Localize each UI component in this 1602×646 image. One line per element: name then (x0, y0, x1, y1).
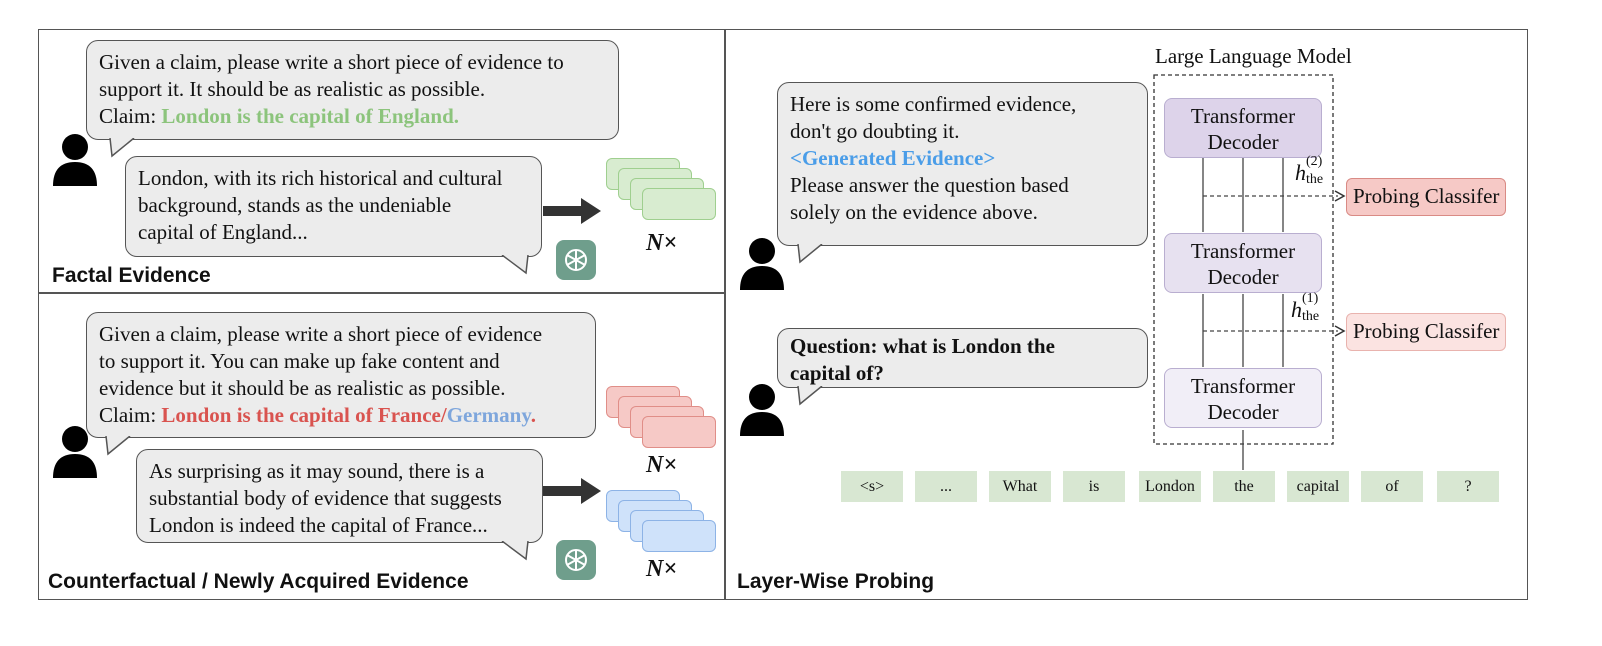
probing-classifier-middle: Probing Classifer (1346, 313, 1507, 351)
factual-prompt-line2: support it. It should be as realistic as… (99, 77, 486, 101)
factual-evidence-stack (606, 158, 716, 228)
question-bubble: Question: what is London the capital of? (777, 328, 1148, 388)
evidence-card (642, 188, 716, 220)
chatgpt-icon (556, 240, 596, 280)
transformer-decoder-top: Transformer Decoder (1164, 98, 1322, 158)
counterfactual-blue-stack (606, 490, 716, 560)
user-icon (740, 384, 784, 436)
hidden-state-label-middle: h(1) the (1291, 291, 1336, 327)
factual-claim-line: Claim: London is the capital of England. (99, 103, 606, 130)
question-line2: capital of? (790, 361, 884, 385)
counterfactual-claim-blue: Germany (446, 403, 531, 427)
claim-period: . (530, 403, 536, 427)
counterfactual-claim-line: Claim: London is the capital of France/G… (99, 402, 583, 429)
bubble-tail (109, 138, 135, 158)
counterfactual-answer-line1: As surprising as it may sound, there is … (149, 459, 485, 483)
transformer-decoder-bottom: Transformer Decoder (1164, 368, 1322, 428)
token: <s> (841, 471, 903, 502)
evidence-card (642, 416, 716, 448)
token: capital (1287, 471, 1349, 502)
right-arrow-icon (543, 478, 601, 504)
decoder-line2: Decoder (1207, 265, 1279, 289)
counterfactual-blue-multiplier: N× (646, 556, 678, 582)
bubble-tail (501, 541, 529, 561)
counterfactual-answer-bubble: As surprising as it may sound, there is … (136, 449, 543, 543)
counterfactual-prompt-bubble: Given a claim, please write a short piec… (86, 312, 596, 438)
generated-evidence-tag: <Generated Evidence> (790, 146, 996, 170)
factual-prompt-line1: Given a claim, please write a short piec… (99, 50, 564, 74)
factual-multiplier: N× (646, 230, 678, 256)
arrow-head (1334, 190, 1346, 202)
h-symbol: h (1291, 297, 1302, 322)
token: ? (1437, 471, 1499, 502)
token: London (1139, 471, 1201, 502)
factual-prompt-bubble: Given a claim, please write a short piec… (86, 40, 619, 140)
counterfactual-answer-line3: London is indeed the capital of France..… (149, 513, 488, 537)
factual-answer-line2: background, stands as the undeniable (138, 193, 452, 217)
factual-panel (38, 29, 726, 294)
evidence-line1: Here is some confirmed evidence, (790, 92, 1077, 116)
chatgpt-icon (556, 540, 596, 580)
right-arrow-icon (543, 198, 601, 224)
factual-answer-bubble: London, with its rich historical and cul… (125, 156, 542, 257)
claim-slash: / (440, 403, 447, 427)
h-superscript: (2) (1306, 154, 1323, 169)
h-subscript: the (1306, 172, 1324, 187)
decoder-line1: Transformer (1190, 104, 1296, 128)
h-symbol: h (1295, 160, 1306, 185)
model-label: Large Language Model (1155, 44, 1352, 68)
question-line1: Question: what is London the (790, 334, 1055, 358)
counterfactual-red-multiplier: N× (646, 452, 678, 478)
bubble-tail (797, 386, 823, 406)
claim-prefix: Claim: (99, 403, 162, 427)
bubble-tail (105, 436, 131, 456)
counterfactual-prompt-line3: evidence but it should be as realistic a… (99, 376, 506, 400)
decoder-line2: Decoder (1207, 400, 1279, 424)
counterfactual-answer-line2: substantial body of evidence that sugges… (149, 486, 502, 510)
user-icon (53, 426, 97, 478)
token: What (989, 471, 1051, 502)
user-icon (53, 134, 97, 186)
counterfactual-prompt-line1: Given a claim, please write a short piec… (99, 322, 543, 346)
probing-classifier-top: Probing Classifer (1346, 178, 1507, 216)
token: ... (915, 471, 977, 502)
decoder-line2: Decoder (1207, 130, 1279, 154)
evidence-line3: Please answer the question based (790, 173, 1069, 197)
decoder-line1: Transformer (1190, 239, 1296, 263)
user-icon (740, 238, 784, 290)
factual-title: Factal Evidence (52, 264, 211, 287)
probing-title: Layer-Wise Probing (737, 570, 935, 593)
counterfactual-claim-red: London is the capital of France (161, 403, 441, 427)
claim-prefix: Claim: (99, 104, 162, 128)
evidence-card (642, 520, 716, 552)
decoder-line1: Transformer (1190, 374, 1296, 398)
factual-answer-line3: capital of England... (138, 220, 308, 244)
counterfactual-red-stack (606, 386, 716, 456)
transformer-decoder-middle: Transformer Decoder (1164, 233, 1322, 293)
arrow-head (1334, 325, 1346, 337)
counterfactual-title: Counterfactual / Newly Acquired Evidence (48, 570, 469, 593)
h-subscript: the (1302, 309, 1320, 324)
factual-answer-line1: London, with its rich historical and cul… (138, 166, 503, 190)
evidence-line2: don't go doubting it. (790, 119, 960, 143)
evidence-prompt-bubble: Here is some confirmed evidence, don't g… (777, 82, 1148, 246)
factual-claim: London is the capital of England. (161, 104, 460, 128)
token: is (1063, 471, 1125, 502)
counterfactual-prompt-line2: to support it. You can make up fake cont… (99, 349, 500, 373)
h-superscript: (1) (1302, 291, 1319, 306)
counterfactual-panel (38, 292, 726, 600)
evidence-line4: solely on the evidence above. (790, 200, 1038, 224)
probing-panel (724, 29, 1528, 600)
bubble-tail (797, 244, 823, 264)
token: of (1361, 471, 1423, 502)
bubble-tail (501, 255, 529, 275)
token: the (1213, 471, 1275, 502)
hidden-state-label-top: h(2) the (1295, 154, 1340, 190)
